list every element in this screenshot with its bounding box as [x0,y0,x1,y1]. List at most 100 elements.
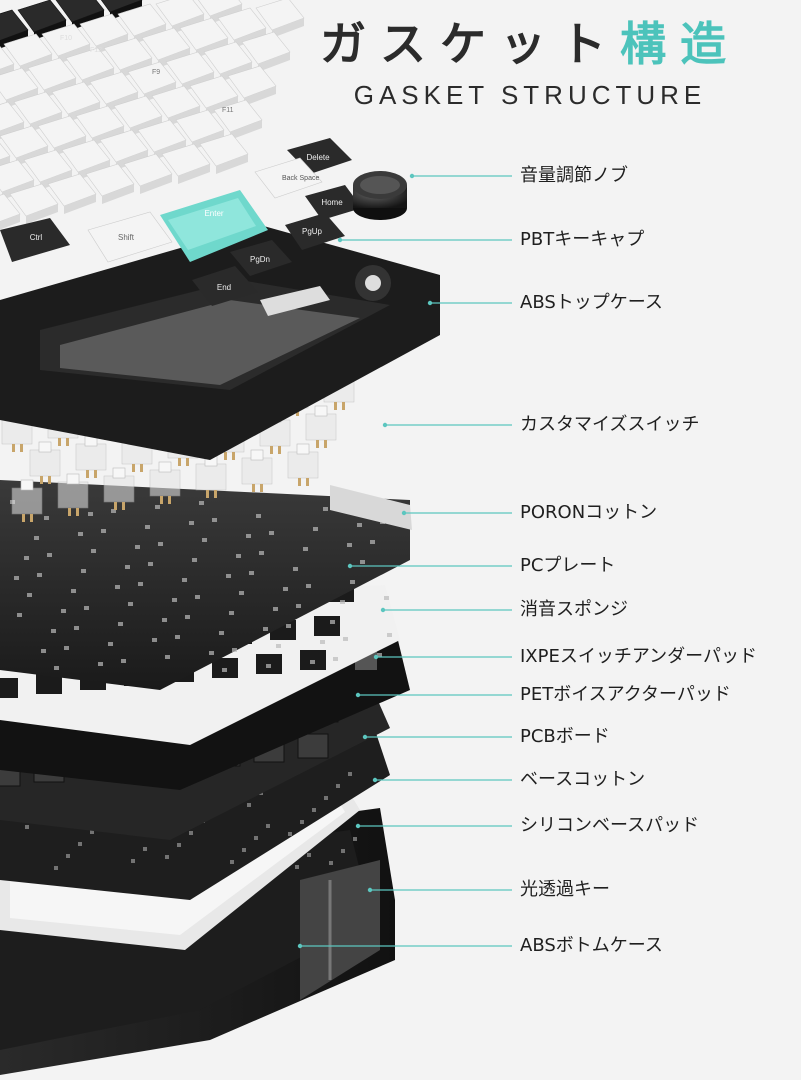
component-label: PORONコットン [520,502,658,523]
leader-dot [297,943,303,949]
keycap-side [216,154,248,174]
switch [305,405,337,448]
keycap-side [92,126,124,146]
title-jp-accent: 構造 [620,17,740,71]
keycap-side [16,146,48,166]
svg-text:Enter: Enter [204,209,223,218]
title-english: GASKET STRUCTURE [353,80,707,110]
leader-dot [355,692,361,698]
keycap-side [6,88,38,108]
keycap-side [110,0,142,20]
keycap-backspace: Back Space [254,157,323,199]
component-label: PETボイスアクターパッド [520,684,731,705]
switch [287,443,319,486]
svg-text:PgUp: PgUp [302,227,323,236]
keycap-side [178,164,210,184]
component-label: シリコンベースパッド [520,815,700,836]
keycap-side [272,18,304,38]
keycap-side [140,174,172,194]
leader-dot [401,510,407,516]
switch [241,449,273,492]
keycap-side [192,130,224,150]
keycap-side [20,54,52,74]
keycap-side [234,28,266,48]
keycap-side [0,214,20,230]
leader-dot [367,887,373,893]
volume-knob [353,171,407,220]
poron-cotton [330,485,412,530]
keycap-side [230,120,262,140]
component-label: PBTキーキャプ [520,229,645,250]
keycap-f12: F12 [90,47,102,54]
keycap-side [26,204,58,224]
keycap-side [130,116,162,136]
keycap-end: End [192,266,258,306]
keycap-side [210,4,242,24]
component-label: PCBボード [520,726,610,747]
keycap-side [106,92,138,112]
keycap-side [258,52,290,72]
leader-dot [373,654,379,660]
svg-text:PgDn: PgDn [250,255,270,264]
pc-plate [0,480,410,690]
title-jp-main: ガスケット [320,17,620,71]
keycap-side [72,10,104,30]
keycap-side [44,78,76,98]
keycap-side [78,160,110,180]
keycap-f11: F11 [222,107,234,114]
component-label: ABSボトムケース [520,935,663,956]
keycap-side [58,44,90,64]
leader-dot [355,823,361,829]
switch [195,455,227,498]
svg-text:F11: F11 [222,107,234,114]
svg-text:F12: F12 [90,47,102,54]
leader-dot [380,607,386,613]
keycap-side [206,96,238,116]
keycap-side [40,170,72,190]
svg-text:Home: Home [321,198,343,207]
svg-text:F9: F9 [152,69,160,76]
leader-dot [372,777,378,783]
keycap-side [64,194,96,214]
leader-dot [427,300,433,306]
component-label: 消音スポンジ [520,599,628,620]
keycap [100,0,143,13]
svg-text:F10: F10 [60,35,72,42]
component-label: 光透過キー [520,879,610,900]
keycap-side [96,34,128,54]
leader-dot [362,734,368,740]
keycap-f9: F9 [152,69,160,76]
keycap-side [34,20,66,40]
svg-text:Delete: Delete [306,153,330,162]
keycap-side [158,48,190,68]
keycap-side [196,38,228,58]
pbt-keycaps [0,0,305,230]
switch [149,461,181,504]
keycap-side [54,136,86,156]
component-label: ベースコットン [520,769,646,790]
keycap-side [68,102,100,122]
switch [57,473,89,516]
keycap-side [220,62,252,82]
component-label: IXPEスイッチアンダーパッド [520,646,757,667]
keycap-ctrl: Ctrl [0,218,70,262]
keycap-shift: Shift [87,211,173,263]
component-label: ABSトップケース [520,292,663,313]
component-label: 音量調節ノブ [520,165,628,186]
svg-text:Back Space: Back Space [282,175,319,182]
keycap-side [154,140,186,160]
keycap-side [172,14,204,34]
keycap-side [102,184,134,204]
keycap-side [30,112,62,132]
switch [75,435,107,478]
keycap-side [116,150,148,170]
svg-text:End: End [217,283,231,292]
keycap-side [182,72,214,92]
abs-top-case [0,225,440,460]
keycap-side [244,86,276,106]
leader-dot [347,563,353,569]
title-block: ガスケット構造 GASKET STRUCTURE [270,14,790,111]
leader-lines [297,173,512,949]
